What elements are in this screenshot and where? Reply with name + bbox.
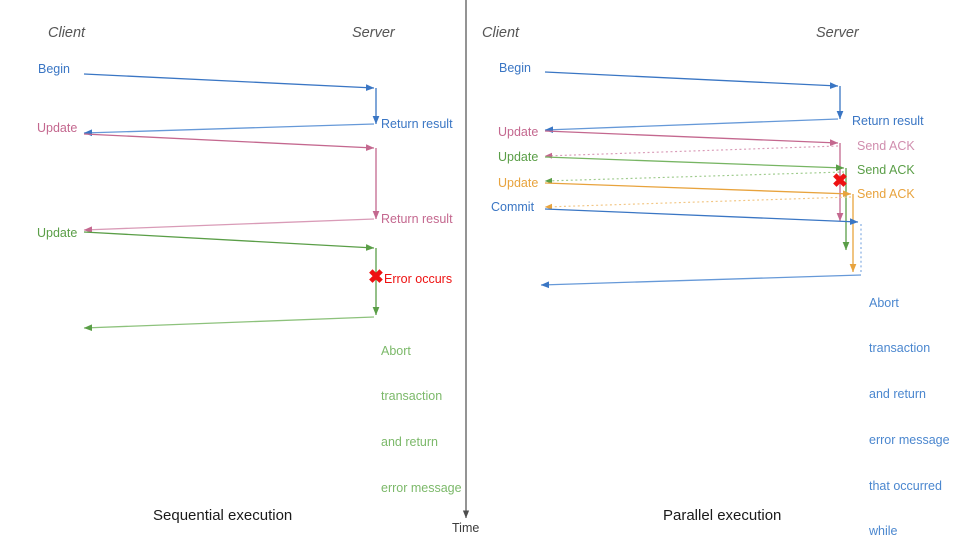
arrow-return-result-1-left: [83, 123, 375, 137]
right-client-actor-label: Client: [482, 25, 520, 41]
arrow-update-2-left: [83, 231, 375, 251]
arrow-commit-right: [544, 208, 859, 226]
left-abort-message-block: Abort transaction and return error messa…: [381, 313, 462, 527]
arrow-send-ack-1-right: [544, 145, 839, 159]
arrow-update-1-right: [544, 130, 839, 147]
right-abort-line-3: and return: [869, 387, 926, 401]
left-msg-update-2: Update: [37, 226, 78, 240]
left-error-x-icon: ✖: [368, 267, 384, 288]
right-panel-caption: Parallel execution: [663, 507, 782, 524]
time-axis-label: Time: [452, 521, 480, 535]
right-abort-line-6: while: [869, 524, 898, 539]
right-abort-line-4: error message: [869, 432, 950, 447]
left-msg-error-occurs: Error occurs: [384, 272, 453, 286]
arrow-send-ack-3-right: [544, 196, 852, 210]
right-msg-send-ack-3: Send ACK: [857, 187, 915, 201]
left-msg-return-result-2: Return result: [381, 212, 453, 226]
right-msg-commit: Commit: [491, 200, 535, 214]
arrow-update-3-right: [544, 182, 852, 198]
right-abort-line-5: that occurred: [869, 478, 942, 493]
right-server-actor-label: Server: [816, 25, 859, 41]
right-abort-message-block: Abort transaction and return error messa…: [869, 265, 950, 540]
right-msg-begin: Begin: [499, 61, 531, 75]
right-msg-update-3: Update: [498, 176, 539, 190]
right-abort-line-2: transaction: [869, 341, 931, 356]
left-client-actor-label: Client: [48, 25, 86, 41]
right-panel-arrows: [540, 71, 862, 289]
left-msg-update-1: Update: [37, 121, 78, 135]
right-abort-line-1: Abort: [869, 295, 899, 310]
arrow-return-result-right: [544, 118, 839, 134]
arrow-send-ack-2-right: [544, 171, 845, 184]
right-msg-send-ack-1: Send ACK: [857, 139, 915, 153]
arrow-abort-left: [83, 316, 375, 332]
arrow-return-result-2-left: [83, 218, 375, 234]
arrow-begin-right: [544, 71, 839, 89]
arrow-begin-left: [83, 73, 375, 91]
arrow-update-2-right: [544, 156, 845, 172]
left-abort-line-3: and return: [381, 435, 438, 449]
right-msg-return-result: Return result: [852, 114, 924, 128]
left-server-actor-label: Server: [352, 25, 395, 41]
left-abort-line-4: error message: [381, 480, 462, 495]
left-panel-arrows: [83, 73, 380, 332]
left-msg-begin: Begin: [38, 62, 70, 76]
right-msg-update-1: Update: [498, 125, 539, 139]
arrow-abort-right: [540, 274, 862, 289]
left-panel-caption: Sequential execution: [153, 507, 293, 524]
right-error-x-icon: ✖: [832, 171, 848, 192]
right-msg-update-2: Update: [498, 150, 539, 164]
left-msg-return-result-1: Return result: [381, 117, 453, 131]
left-abort-line-1: Abort: [381, 343, 411, 358]
right-msg-send-ack-2: Send ACK: [857, 163, 915, 177]
arrow-update-1-left: [83, 133, 375, 151]
left-abort-line-2: transaction: [381, 389, 443, 404]
